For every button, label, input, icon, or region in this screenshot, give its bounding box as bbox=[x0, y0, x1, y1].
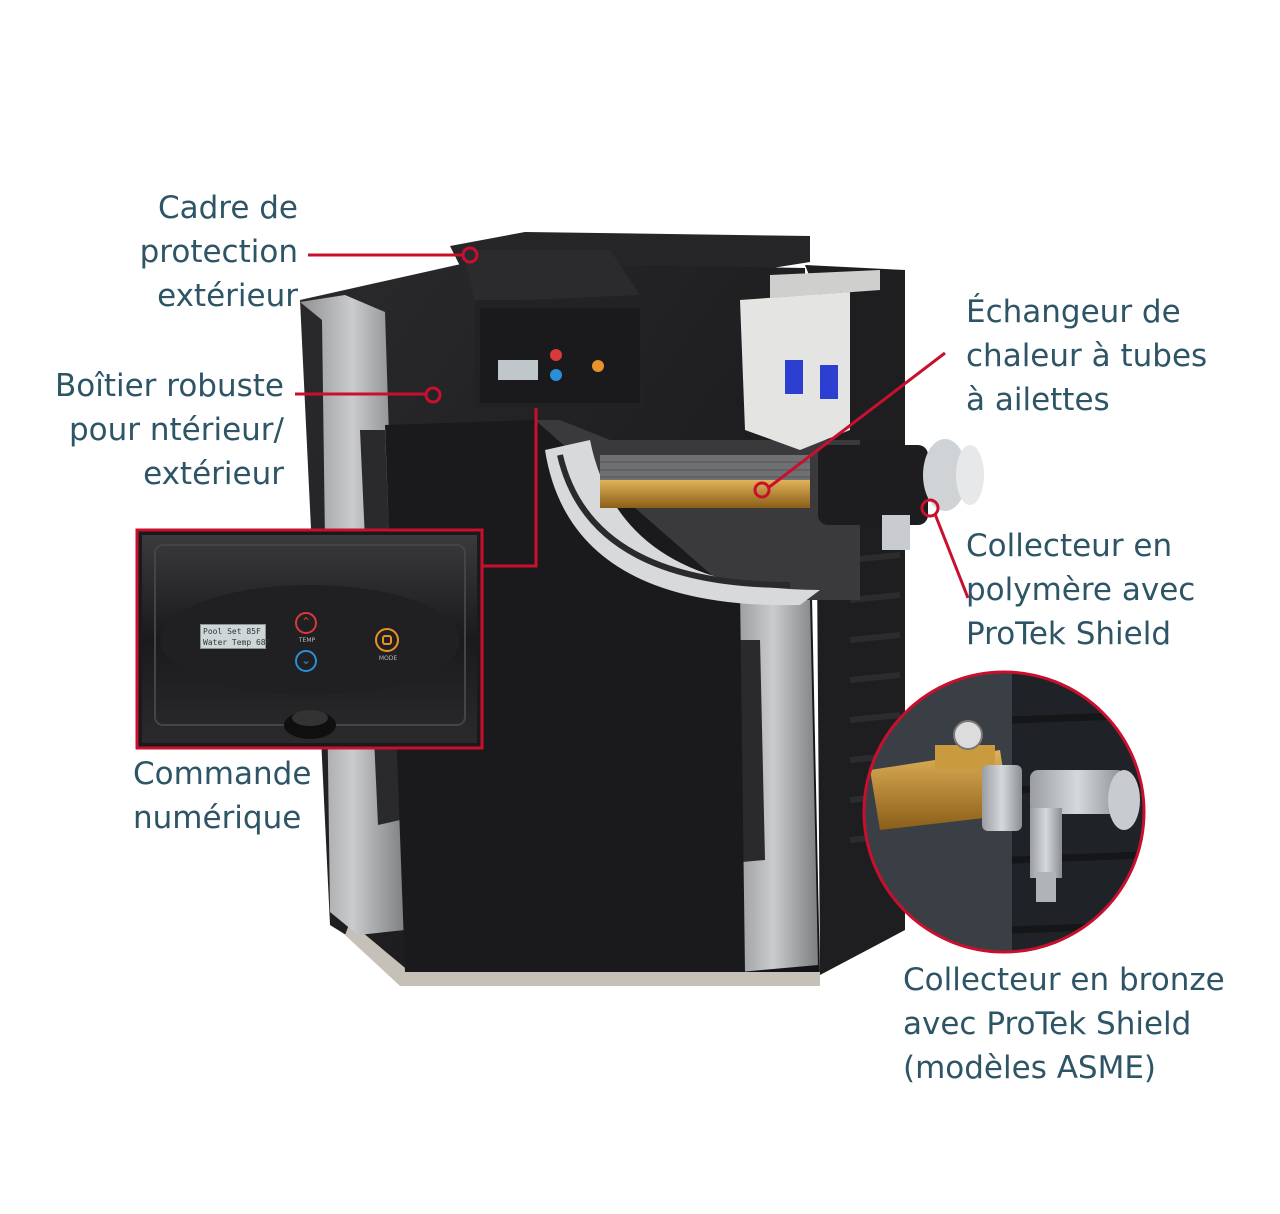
leader-lines bbox=[295, 253, 970, 599]
lcd-line-1: Pool Set 85F bbox=[203, 627, 261, 636]
callout-cadre-protection: Cadre de protection extérieur bbox=[140, 186, 298, 318]
control-lid bbox=[424, 246, 771, 499]
lcd-display: Pool Set 85F Water Temp 68F bbox=[200, 624, 271, 649]
callout-line: pour ntérieur/ bbox=[68, 412, 284, 448]
temp-down-button[interactable]: ⌄ bbox=[295, 650, 317, 672]
callout-line: protection bbox=[139, 234, 298, 270]
down-arrow-icon: ⌄ bbox=[300, 653, 312, 667]
callout-bronze: Collecteur en bronze avec ProTek Shield … bbox=[903, 958, 1225, 1090]
callout-boitier: Boîtier robuste pour ntérieur/ extérieur bbox=[55, 364, 284, 496]
callout-commande: Commande numérique bbox=[133, 752, 311, 840]
callout-line: Boîtier robuste bbox=[54, 368, 284, 404]
callout-line: ProTek Shield bbox=[966, 616, 1172, 652]
callout-line: (modèles ASME) bbox=[903, 1050, 1157, 1086]
callout-line: Collecteur en bronze bbox=[903, 962, 1225, 998]
callout-line: Cadre de bbox=[157, 190, 298, 226]
callout-echangeur: Échangeur de chaleur à tubes à ailettes bbox=[966, 290, 1207, 422]
heat-exchanger-cutaway bbox=[535, 270, 880, 606]
callout-line: Échangeur de bbox=[966, 294, 1181, 330]
callout-line: Collecteur en bbox=[966, 528, 1173, 564]
bronze-manifold-inset bbox=[862, 670, 1146, 954]
callout-line: avec ProTek Shield bbox=[903, 1006, 1192, 1042]
callout-line: Commande bbox=[133, 756, 312, 792]
callout-line: extérieur bbox=[157, 278, 298, 314]
mode-label: MODE bbox=[378, 655, 398, 662]
control-inset bbox=[135, 528, 484, 750]
callout-line: à ailettes bbox=[966, 382, 1110, 418]
temp-up-button[interactable]: ⌃ bbox=[295, 612, 317, 634]
callout-line: numérique bbox=[133, 800, 302, 836]
temp-label: TEMP bbox=[298, 637, 316, 644]
callout-line: chaleur à tubes bbox=[966, 338, 1208, 374]
callout-line: extérieur bbox=[143, 456, 284, 492]
mode-button[interactable] bbox=[375, 628, 399, 652]
callout-polymere: Collecteur en polymère avec ProTek Shiel… bbox=[966, 524, 1195, 656]
lcd-line-2: Water Temp 68F bbox=[203, 638, 271, 647]
callout-line: polymère avec bbox=[966, 572, 1196, 608]
polymer-manifold bbox=[818, 439, 984, 550]
up-arrow-icon: ⌃ bbox=[300, 615, 312, 629]
mode-button-icon bbox=[382, 635, 392, 645]
